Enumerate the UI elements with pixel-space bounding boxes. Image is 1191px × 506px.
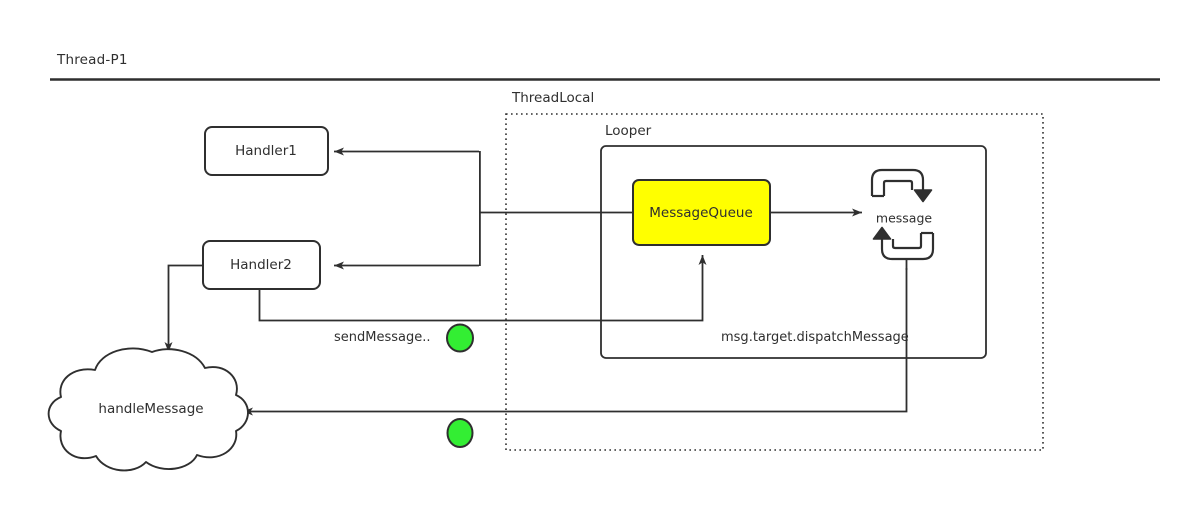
edge-message-dispatch-to-handlemessage [243,268,908,416]
edge-handler2-to-handlemessage [164,264,203,352]
node-handler2[interactable] [202,240,321,290]
looper-group-border [600,145,987,359]
marker-send-status-dot[interactable] [446,323,474,353]
looper-group-label: Looper [605,123,652,139]
marker-handle-status-dot[interactable] [446,418,474,448]
edge-handler2-sendmessage-to-messagequeue [258,255,707,322]
dispatchmessage-edge-label: msg.target.dispatchMessage [721,330,909,345]
message-label: message [875,210,933,226]
threadlocal-group-label: ThreadLocal [512,90,595,106]
handler1-label: Handler1 [235,143,297,159]
handler2-label: Handler2 [230,257,292,273]
message-loop-icon [870,168,935,270]
node-messagequeue[interactable] [632,179,771,246]
handlemessage-label: handleMessage [98,401,204,417]
sendmessage-edge-label: sendMessage.. [334,330,431,345]
thread-title-label: Thread-P1 [57,52,128,68]
threadlocal-group-border [505,113,1044,451]
node-handlemessage-cloud[interactable] [47,347,249,472]
messagequeue-label: MessageQueue [649,205,753,221]
edge-messagequeue-to-handlers [334,147,632,270]
node-handler1[interactable] [204,126,329,176]
